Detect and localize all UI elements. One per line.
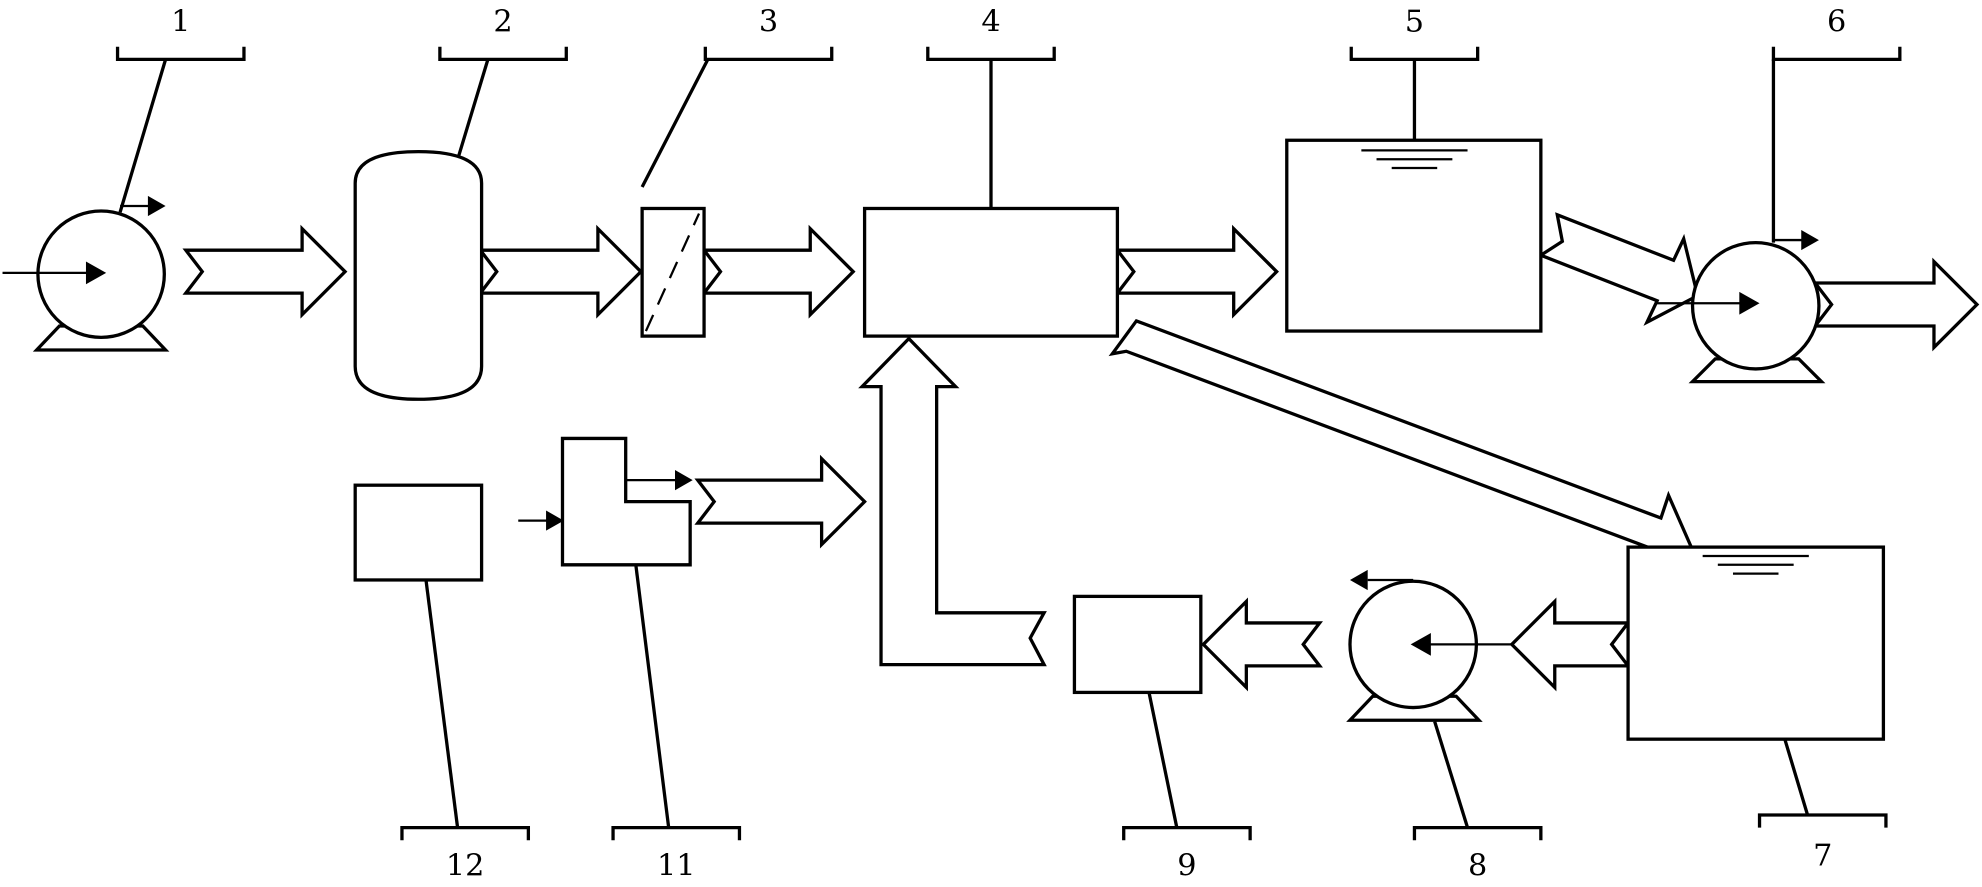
callout-6: 6 (1771, 5, 1902, 243)
flow-arrow-tank-7-to-pump-8 (1509, 597, 1632, 692)
callout-label-4: 4 (981, 5, 1000, 40)
callout-label-3: 3 (759, 5, 778, 40)
callout-label-2: 2 (493, 5, 512, 40)
callout-label-12: 12 (446, 849, 485, 884)
callout-label-1: 1 (171, 5, 190, 40)
vessel-2 (353, 149, 484, 401)
callout-label-9: 9 (1177, 849, 1196, 884)
callout-9: 9 (1122, 692, 1252, 884)
callout-5: 5 (1349, 5, 1480, 141)
callout-7: 7 (1757, 738, 1888, 874)
callout-11: 11 (611, 564, 742, 884)
flow-arrow-pump-to-tank (182, 224, 348, 319)
callout-12: 12 (400, 579, 531, 884)
callout-2: 2 (438, 5, 568, 156)
device-11 (518, 436, 693, 567)
box-12 (353, 483, 484, 582)
filter-3 (640, 206, 706, 338)
callout-3: 3 (640, 5, 834, 188)
tank-5 (1285, 138, 1543, 333)
flow-arrow-filter-to-unit (700, 224, 856, 319)
unit-4 (862, 206, 1120, 338)
callout-label-6: 6 (1827, 5, 1846, 40)
flow-arrow-tank-5-to-pump-6 (1537, 212, 1700, 326)
callout-label-7: 7 (1813, 839, 1832, 874)
callout-4: 4 (926, 5, 1056, 209)
flow-arrow-pump-8-to-device-9 (1201, 597, 1323, 692)
callout-1: 1 (115, 5, 246, 213)
tank-7 (1626, 545, 1886, 741)
flow-arrow-unit-to-tank-5 (1114, 224, 1279, 319)
callout-8: 8 (1412, 720, 1543, 884)
device-9 (1072, 594, 1203, 695)
flow-arrow-pump-6-outlet (1811, 257, 1980, 352)
flow-arrow-device-11-out (694, 454, 867, 549)
flow-arrow-tank-to-filter (477, 224, 644, 319)
flow-arrow-return-to-unit (858, 336, 1047, 667)
pump-8 (1346, 569, 1512, 722)
flow-arrow-unit-to-tank-7 (1108, 318, 1694, 574)
callout-label-5: 5 (1405, 5, 1424, 40)
pump-1 (2, 195, 170, 352)
callout-label-8: 8 (1468, 849, 1487, 884)
callout-label-11: 11 (657, 849, 696, 884)
pump-6 (1655, 229, 1826, 384)
